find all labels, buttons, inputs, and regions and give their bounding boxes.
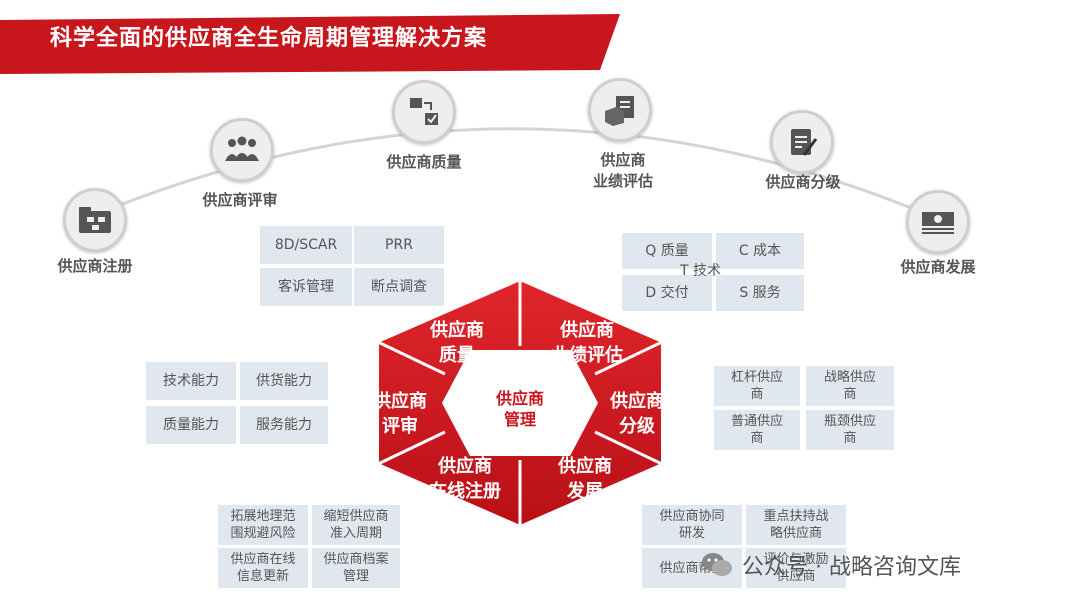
quality-box: 客诉管理 bbox=[260, 268, 352, 306]
wechat-icon bbox=[702, 553, 732, 576]
hex-segment-grading: 供应商 分级 bbox=[610, 391, 664, 437]
review-box: 服务能力 bbox=[240, 406, 328, 444]
hexagon-diagram bbox=[377, 278, 663, 528]
quality-box: PRR bbox=[354, 226, 444, 264]
review-box: 技术能力 bbox=[146, 362, 236, 400]
review-box: 质量能力 bbox=[146, 406, 236, 444]
performance-box: C 成本 bbox=[716, 233, 804, 269]
hex-segment-development: 供应商 发展 bbox=[558, 456, 612, 502]
development-box: 评价与激励 供应商 bbox=[746, 548, 846, 588]
performance-box: S 服务 bbox=[716, 275, 804, 311]
watermark: 公众号 · 战略咨询文库 bbox=[700, 548, 961, 582]
people-group-icon bbox=[210, 118, 274, 182]
hex-segment-quality: 供应商 质量 bbox=[430, 320, 484, 366]
performance-box: D 交付 bbox=[622, 275, 712, 311]
grading-box: 战略供应 商 bbox=[806, 366, 894, 406]
stage-label-performance: 供应商 业绩评估 bbox=[592, 151, 653, 190]
hex-segment-online-registration: 供应商 在线注册 bbox=[429, 456, 501, 502]
registration-box: 供应商档案 管理 bbox=[312, 548, 400, 588]
documents-box-icon bbox=[588, 78, 652, 142]
folder-network-icon bbox=[63, 188, 127, 252]
stage-label-development: 供应商发展 bbox=[900, 258, 976, 276]
money-stack-icon bbox=[906, 190, 970, 254]
watermark-text: 公众号 · 战略咨询文库 bbox=[742, 555, 961, 580]
quality-box: 断点调查 bbox=[354, 268, 444, 306]
title-banner bbox=[0, 14, 620, 74]
title-banner-shape bbox=[0, 14, 620, 74]
grading-box: 普通供应 商 bbox=[714, 410, 800, 450]
review-box: 供货能力 bbox=[240, 362, 328, 400]
hex-segment-performance: 供应商 业绩评估 bbox=[551, 320, 623, 366]
stage-label-review: 供应商评审 bbox=[202, 191, 278, 209]
stage-label-registration: 供应商注册 bbox=[57, 257, 133, 275]
stage-label-quality: 供应商质量 bbox=[386, 153, 462, 171]
hex-center-label: 供应商 管理 bbox=[495, 389, 544, 429]
development-box: 重点扶持战 略供应商 bbox=[746, 505, 846, 545]
performance-box: Q 质量 bbox=[622, 233, 712, 269]
registration-box: 拓展地理范 围规避风险 bbox=[218, 505, 308, 545]
check-boxes-icon bbox=[392, 80, 456, 144]
registration-box: 供应商在线 信息更新 bbox=[218, 548, 308, 588]
clipboard-pen-icon bbox=[770, 110, 834, 174]
development-box: 供应商协同 研发 bbox=[642, 505, 742, 545]
hex-segment-review: 供应商 评审 bbox=[373, 391, 427, 437]
page-title: 科学全面的供应商全生命周期管理解决方案 bbox=[50, 26, 488, 51]
grading-box: 杠杆供应 商 bbox=[714, 366, 800, 406]
performance-tech-label: T 技术 bbox=[680, 263, 722, 279]
registration-box: 缩短供应商 准入周期 bbox=[312, 505, 400, 545]
stage-label-grading: 供应商分级 bbox=[765, 173, 841, 191]
quality-box: 8D/SCAR bbox=[260, 226, 352, 264]
grading-box: 瓶颈供应 商 bbox=[806, 410, 894, 450]
